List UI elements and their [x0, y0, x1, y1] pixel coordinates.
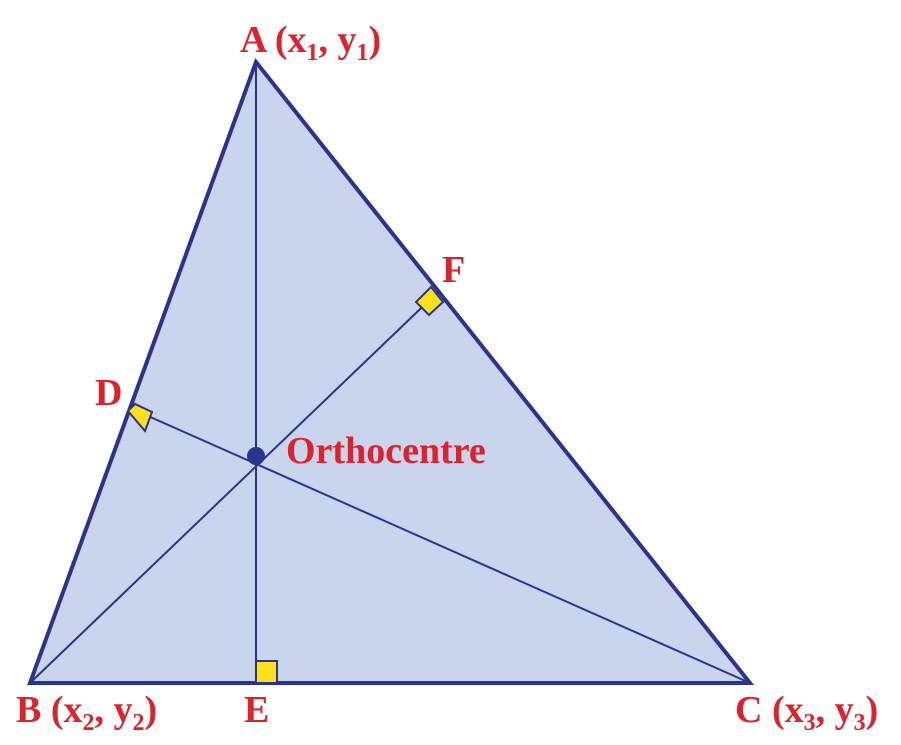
right-angle-marker-e: [255, 660, 278, 684]
foot-label-e: E: [244, 689, 269, 731]
triangle-abc: [27, 57, 755, 685]
vertex-label-c: C (x3, y3): [735, 689, 878, 736]
foot-label-d: D: [95, 372, 122, 414]
altitude-c-to-d: [129, 407, 751, 684]
orthocentre-label: Orthocentre: [286, 430, 486, 472]
right-angle-marker-f: [414, 285, 445, 317]
right-angle-marker-d: [126, 402, 154, 433]
vertex-label-b: B (x2, y2): [16, 689, 157, 736]
orthocentre-point: [247, 447, 265, 465]
altitude-b-to-f: [29, 289, 441, 684]
vertex-label-a: A (x1, y1): [240, 19, 381, 66]
foot-label-f: F: [442, 249, 465, 291]
